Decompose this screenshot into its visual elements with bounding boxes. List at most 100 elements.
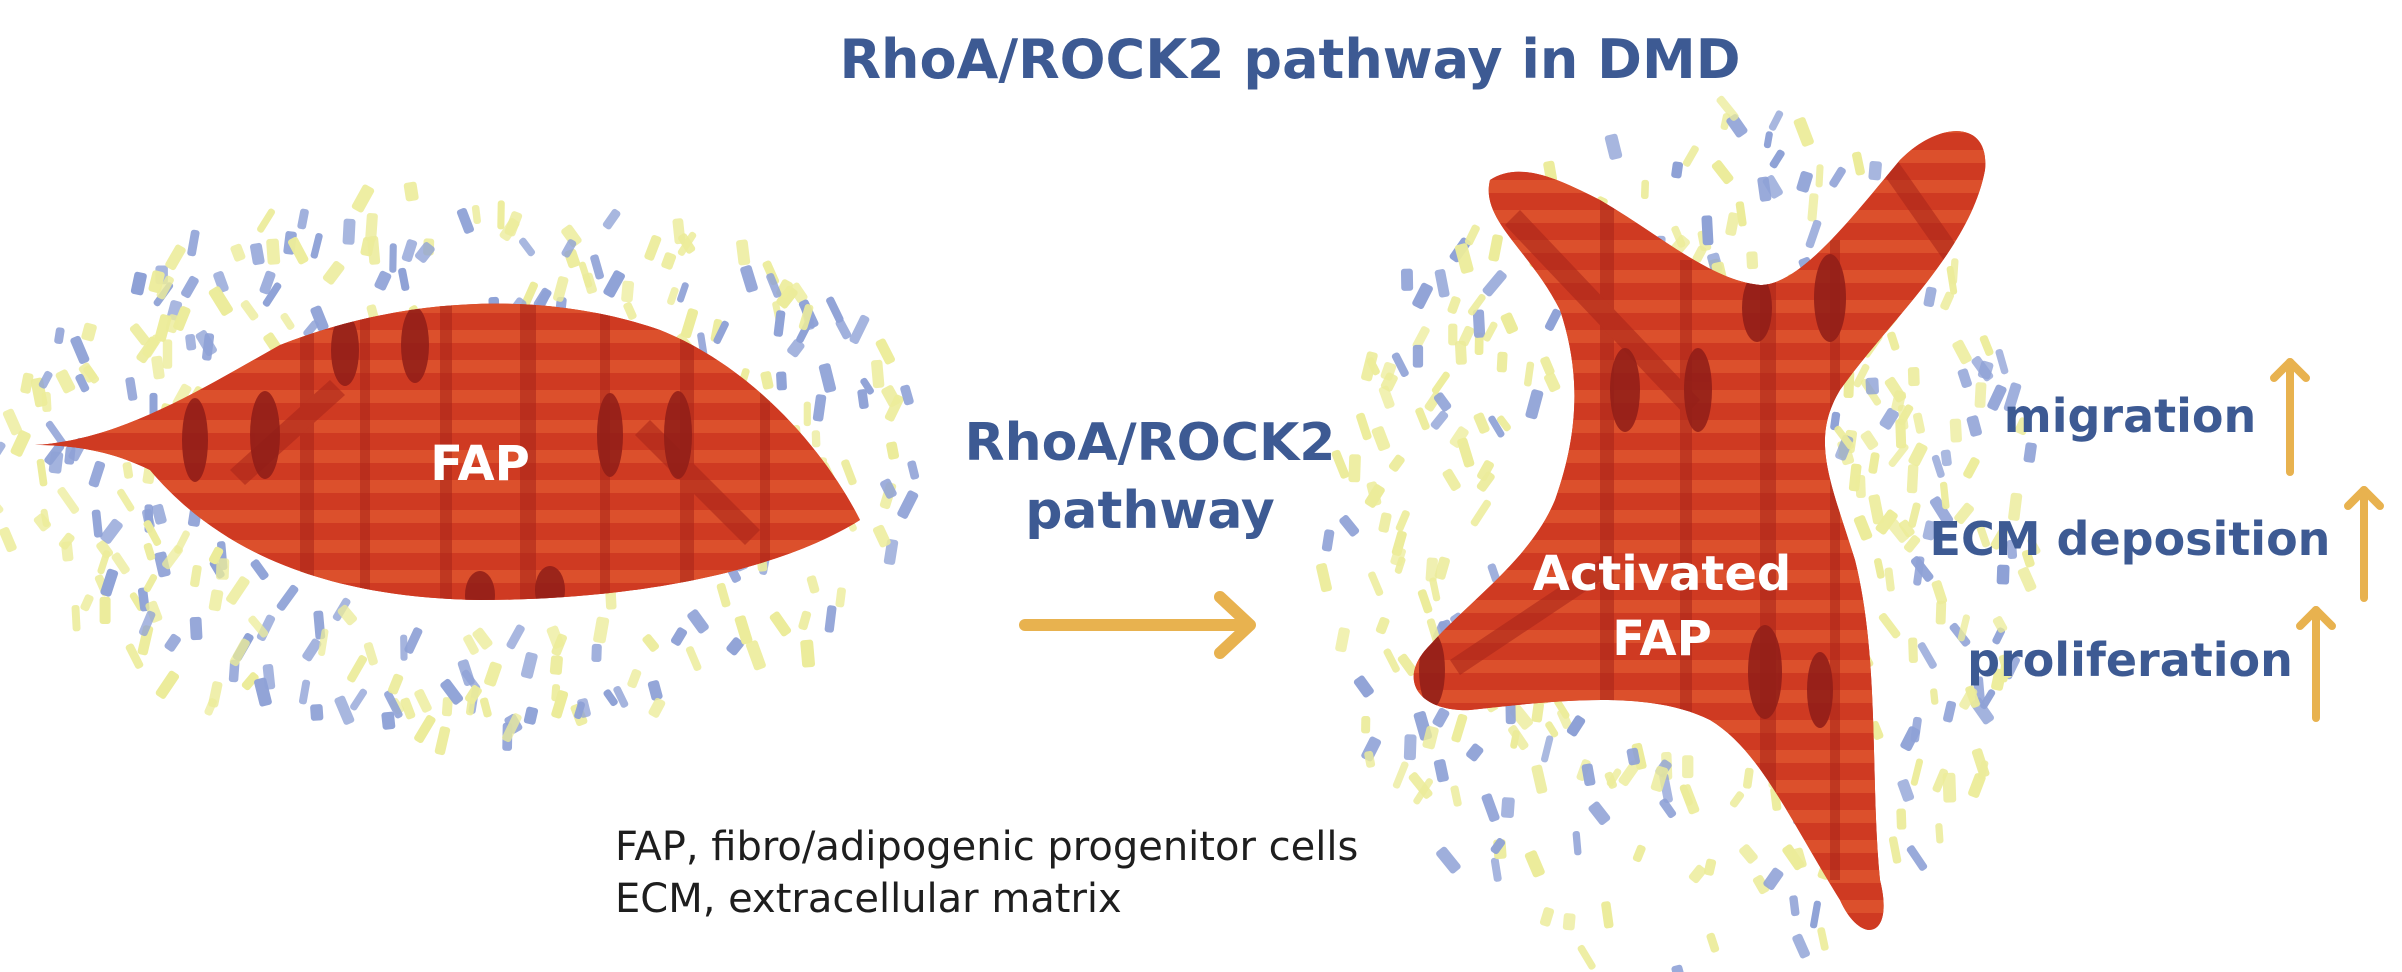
ecm-fiber xyxy=(1572,830,1582,856)
pathway-label-line1: RhoA/ROCK2 xyxy=(965,413,1336,473)
ecm-fiber xyxy=(1874,558,1885,579)
ecm-fiber xyxy=(1433,392,1452,412)
ecm-fiber xyxy=(1464,224,1480,246)
ecm-fiber xyxy=(760,371,774,390)
ecm-fiber xyxy=(303,320,319,338)
ecm-fiber xyxy=(1618,760,1641,787)
ecm-fiber xyxy=(800,639,816,668)
ecm-fiber xyxy=(185,334,197,351)
ecm-fiber xyxy=(310,233,323,259)
ecm-fiber xyxy=(381,711,396,730)
ecm-fiber xyxy=(1868,160,1882,181)
ecm-fiber xyxy=(1488,415,1505,438)
ecm-fiber xyxy=(1483,321,1498,342)
ecm-fiber xyxy=(1682,145,1699,167)
ecm-fiber xyxy=(1897,404,1909,430)
ecm-fiber xyxy=(745,640,766,671)
ecm-fiber xyxy=(776,285,798,309)
ecm-fiber xyxy=(1860,430,1879,451)
ecm-fiber xyxy=(1412,344,1424,368)
ecm-fiber xyxy=(1954,502,1974,525)
ecm-fiber xyxy=(1922,520,1937,541)
ecm-fiber xyxy=(1976,523,1991,548)
ecm-fiber xyxy=(472,627,493,650)
ecm-fiber xyxy=(1394,556,1406,574)
ecm-fiber xyxy=(1671,161,1684,179)
ecm-fiber xyxy=(1470,499,1491,527)
ecm-fiber xyxy=(1434,269,1450,298)
ecm-fiber xyxy=(1897,779,1915,802)
ecm-fiber xyxy=(41,391,52,412)
ecm-fiber xyxy=(1810,900,1821,929)
ecm-fiber xyxy=(1879,407,1899,430)
ecm-fiber xyxy=(1929,496,1954,526)
ecm-fiber xyxy=(497,200,505,230)
effect-migration-label: migration xyxy=(2004,389,2256,443)
ecm-fiber xyxy=(1769,149,1785,169)
ecm-fiber xyxy=(504,211,523,237)
ecm-fiber xyxy=(1888,443,1909,468)
ecm-fiber xyxy=(1566,715,1586,737)
ecm-fiber xyxy=(1884,567,1895,592)
ecm-fiber xyxy=(1434,556,1450,580)
ecm-fiber xyxy=(400,697,416,720)
ecm-fiber xyxy=(593,616,610,644)
ecm-fiber xyxy=(1447,296,1461,314)
ecm-fiber xyxy=(1361,715,1371,734)
ecm-fiber xyxy=(1943,700,1957,723)
ecm-fiber xyxy=(1742,767,1754,789)
ecm-fiber xyxy=(1601,901,1614,929)
ecm-fiber xyxy=(685,646,702,672)
ecm-fiber xyxy=(1388,454,1405,472)
ecm-fiber xyxy=(148,270,165,294)
ecm-fiber xyxy=(1454,243,1474,274)
ecm-fiber xyxy=(154,314,172,342)
ecm-fiber xyxy=(99,596,111,624)
ecm-fiber xyxy=(849,314,870,345)
ecm-fiber xyxy=(1782,844,1805,871)
ecm-fiber xyxy=(404,627,423,654)
ecm-fiber xyxy=(266,238,281,265)
ecm-fiber xyxy=(1908,502,1921,528)
ecm-fiber xyxy=(1339,515,1360,537)
ecm-fiber xyxy=(100,518,123,544)
ecm-fiber xyxy=(1930,688,1939,705)
ecm-fiber xyxy=(484,661,502,687)
ecm-fiber xyxy=(1868,452,1880,474)
arrow-up-icon xyxy=(2344,486,2384,602)
ecm-fiber xyxy=(81,322,97,342)
ecm-fiber xyxy=(122,462,134,479)
ecm-fiber xyxy=(502,713,522,743)
ecm-fiber xyxy=(577,698,591,718)
ecm-fiber xyxy=(334,695,355,725)
ecm-fiber xyxy=(1995,348,2009,375)
ecm-fiber xyxy=(1763,867,1784,890)
ecm-fiber xyxy=(195,330,217,357)
ecm-fiber xyxy=(766,273,782,298)
ecm-fiber xyxy=(1378,385,1395,409)
ecm-fiber xyxy=(1412,326,1430,350)
ecm-fiber xyxy=(318,628,329,657)
ecm-fiber xyxy=(1966,415,1982,437)
ecm-fiber xyxy=(1898,519,1915,538)
ecm-fiber xyxy=(871,359,885,389)
ecm-fiber xyxy=(1348,454,1361,483)
ecm-fiber xyxy=(1577,944,1596,970)
fap-label: FAP xyxy=(430,436,530,492)
ecm-fiber xyxy=(342,218,356,245)
ecm-fiber xyxy=(204,698,217,716)
ecm-fiber xyxy=(1371,426,1391,451)
ecm-fiber xyxy=(1757,176,1772,202)
ecm-fiber xyxy=(1703,858,1717,876)
ecm-fiber xyxy=(208,286,233,316)
ecm-fiber xyxy=(520,652,538,679)
ecm-fiber xyxy=(1476,471,1495,492)
ecm-fiber xyxy=(2,408,23,436)
ecm-fiber xyxy=(1632,844,1646,863)
ecm-fiber xyxy=(1959,686,1978,710)
ecm-fiber xyxy=(1557,708,1572,729)
ecm-fiber xyxy=(1525,389,1544,420)
ecm-fiber xyxy=(464,685,482,705)
ecm-fiber xyxy=(1541,735,1554,763)
ecm-fiber xyxy=(463,634,479,655)
